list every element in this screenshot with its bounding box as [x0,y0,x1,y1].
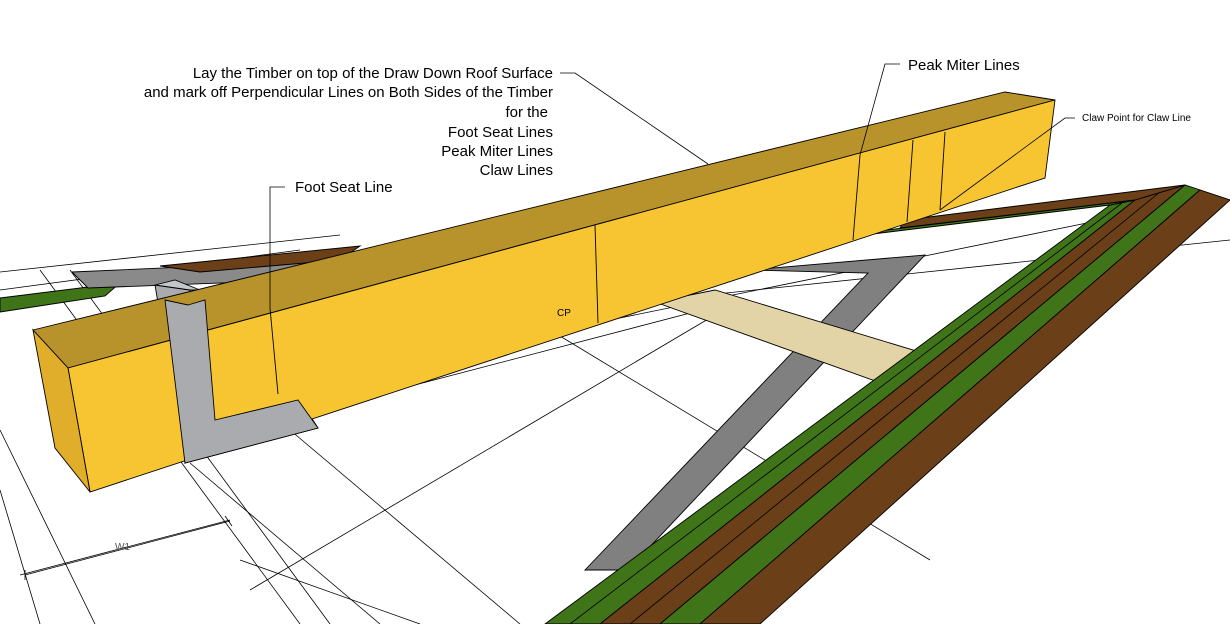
peak-miter-mark-3 [939,131,946,211]
timber-layout-lines [269,131,946,395]
cp-label: CP [557,308,571,319]
peak-miter-mark-2 [906,139,914,223]
timber [32,91,1056,493]
foot-seat-mark [269,307,279,395]
instruction-line-2: and mark off Perpendicular Lines on Both… [144,84,553,101]
framing-square-front [164,299,319,464]
peak-miter-lines-label: Peak Miter Lines [908,57,1020,74]
instructions-block: Lay the Timber on top of the Draw Down R… [144,65,553,179]
cp-mark [594,224,599,324]
rafter-brown-lower [699,189,1230,624]
peak-miter-mark-1 [852,154,861,241]
instruction-line-1: Lay the Timber on top of the Draw Down R… [193,65,553,82]
claw-point-label: Claw Point for Claw Line [1082,113,1191,124]
foot-seat-line-label: Foot Seat Line [295,179,393,196]
right-roof-rafter [544,184,1230,624]
dimension-w1: W1 [24,515,233,580]
instruction-line-4: Foot Seat Lines [448,124,553,141]
left-green-strip [0,282,122,313]
instruction-line-6: Claw Lines [480,162,553,179]
timber-end-face [32,328,91,493]
instruction-line-3: for the [505,104,548,121]
leader-lines [269,63,1075,308]
w1-label: W1 [115,542,130,553]
instruction-line-5: Peak Miter Lines [441,143,553,160]
